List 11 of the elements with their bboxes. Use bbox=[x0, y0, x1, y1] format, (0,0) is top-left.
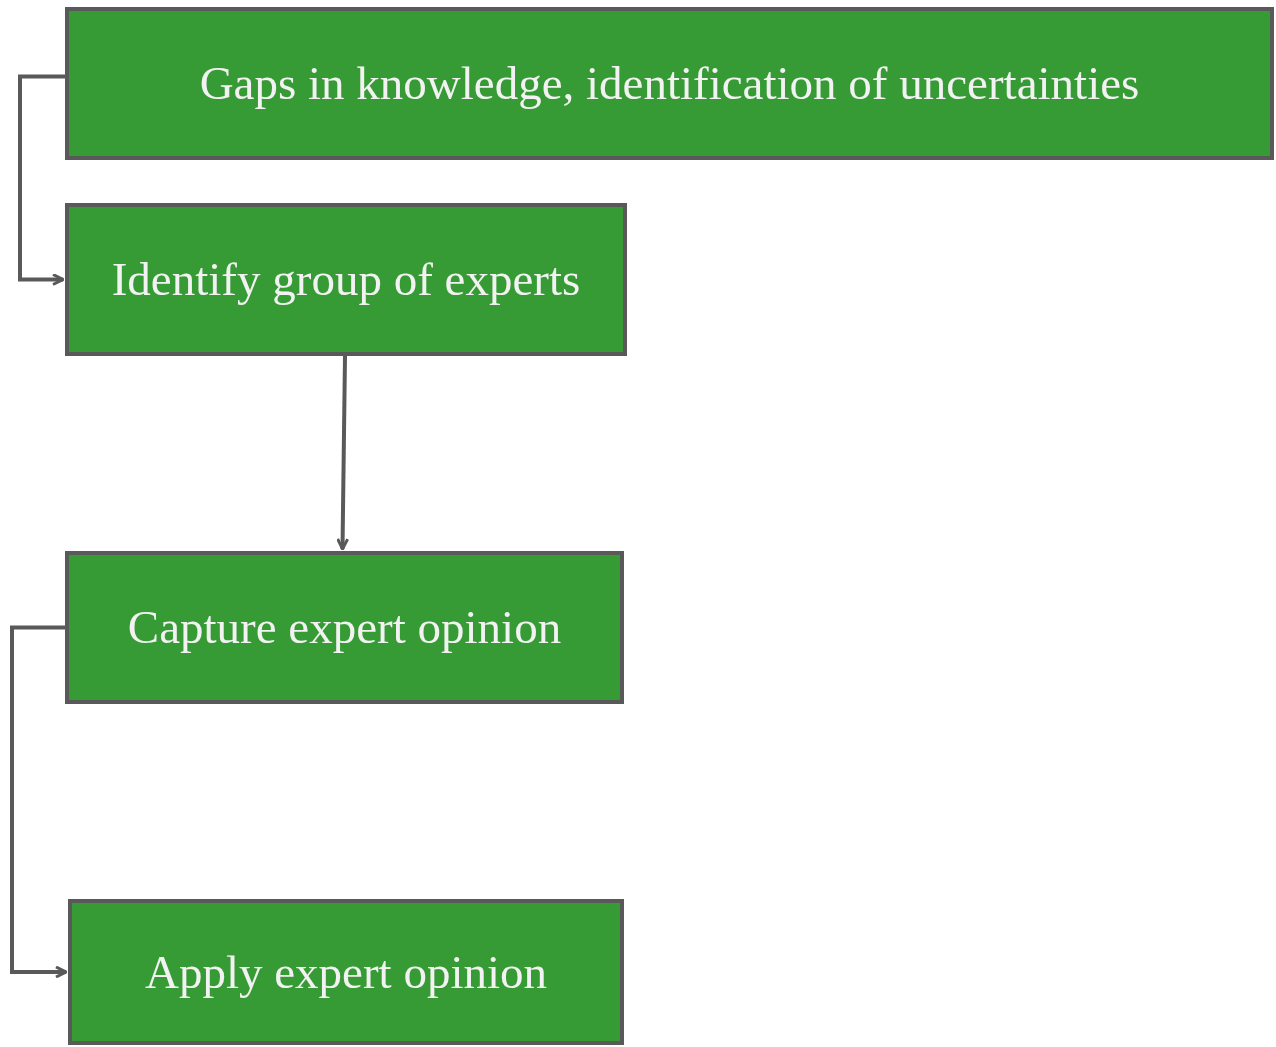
box-label: Gaps in knowledge, identification of uncertainties bbox=[198, 56, 1141, 112]
box-label: Apply expert opinion bbox=[143, 944, 549, 1000]
box-label: Identify group of experts bbox=[110, 252, 582, 308]
process-box bbox=[65, 7, 1274, 160]
box-label: Capture expert opinion bbox=[126, 600, 563, 656]
process-box bbox=[65, 551, 624, 704]
process-box bbox=[65, 203, 627, 356]
arrow bbox=[336, 355, 350, 551]
arrow bbox=[10, 625, 68, 979]
arrow bbox=[18, 74, 65, 286]
process-box bbox=[68, 899, 624, 1045]
